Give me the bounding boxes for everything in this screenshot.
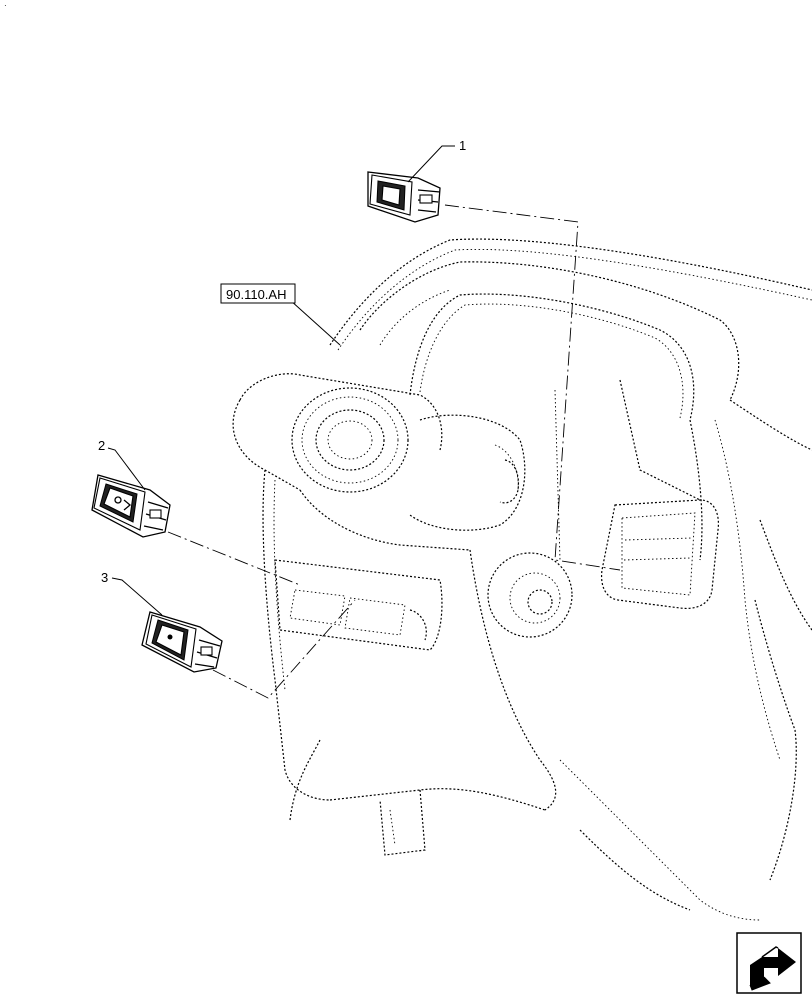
- rocker-switch-1: [367, 171, 441, 223]
- next-page-arrow-icon[interactable]: [736, 932, 802, 994]
- callout-3-leader: [111, 577, 163, 616]
- callout-2: 2: [98, 438, 105, 453]
- assembly-lines: [167, 204, 621, 699]
- reference-box: [220, 283, 296, 304]
- dashboard-assembly: [232, 238, 812, 921]
- rocker-switch-2: [91, 474, 171, 538]
- callout-2-leader: [107, 447, 146, 491]
- callout-1: 1: [459, 138, 466, 153]
- reference-label: 90.110.AH: [226, 287, 286, 302]
- rocker-switch-3: [141, 611, 223, 673]
- corner-mark: ·: [4, 1, 7, 10]
- callout-1-leader: [407, 145, 455, 183]
- reference-leader: [289, 299, 341, 346]
- callout-3: 3: [101, 570, 108, 585]
